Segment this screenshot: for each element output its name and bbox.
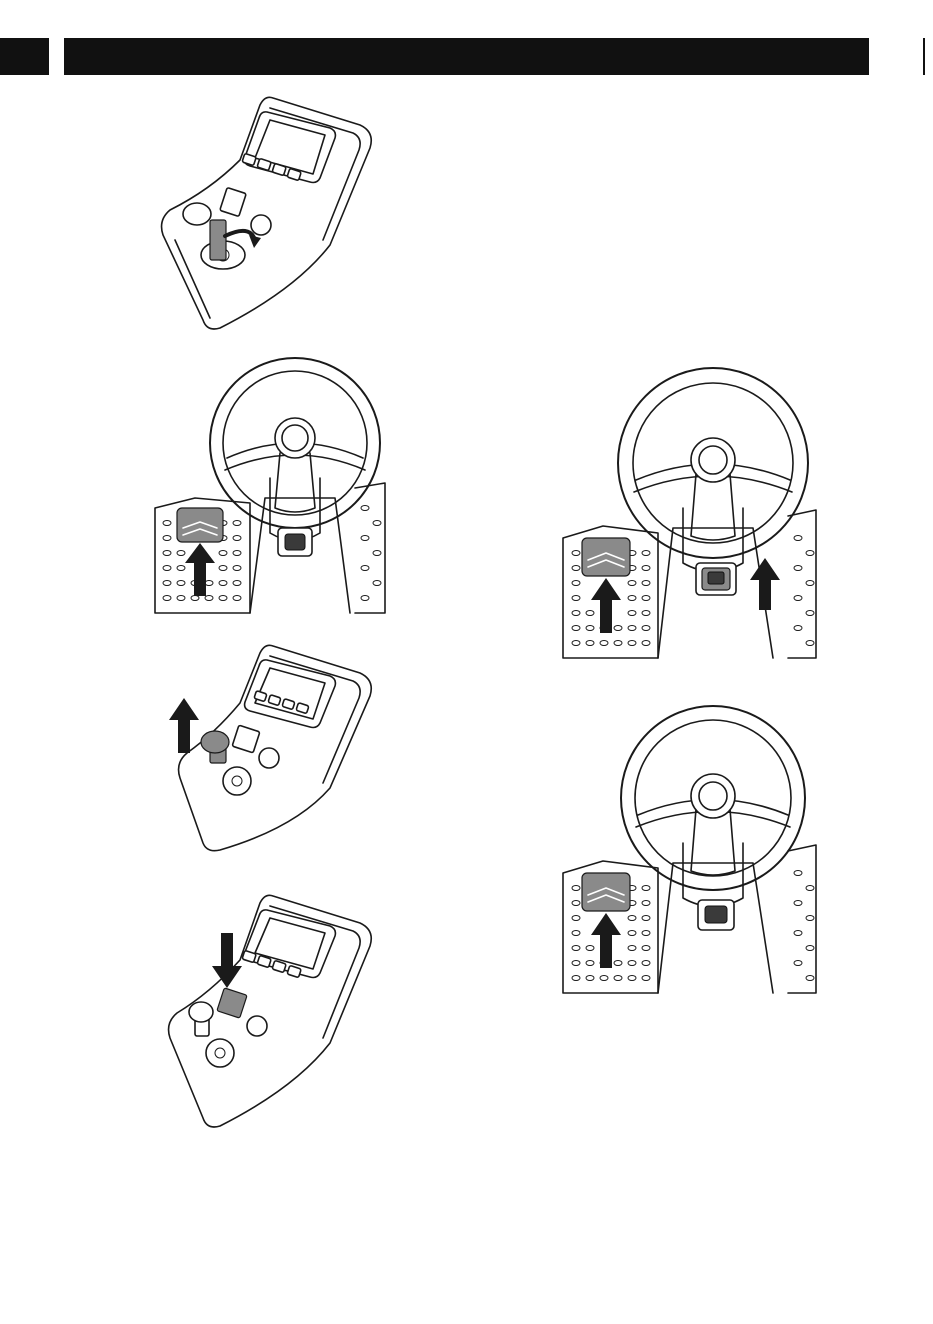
brake-pedal [177,508,223,542]
header-edge-line [923,38,925,75]
up-arrow-icon [591,578,621,633]
up-arrow-icon [185,543,215,596]
header-bar [64,38,869,75]
brake-pedal [582,538,630,576]
figure-steering-wheel-3 [558,708,818,993]
floor-grid [563,845,816,993]
up-arrow-icon [750,558,780,610]
header-tab-block [0,38,49,75]
center-control [696,563,736,595]
steering-wheel [618,368,808,558]
center-control [698,900,734,930]
steering-wheel [210,358,380,528]
round-button [259,748,279,768]
brake-pedal [582,873,630,911]
round-button [251,215,271,235]
figure-control-panel-knob [155,638,395,853]
round-button [247,1016,267,1036]
up-arrow-icon [591,913,621,968]
up-arrow-icon [169,698,199,753]
figure-steering-wheel-2 [558,368,818,658]
figure-steering-wheel-1 [155,358,385,613]
figure-control-panel-switch [155,888,395,1133]
center-control [278,528,312,556]
figure-control-panel-lever [155,90,395,340]
